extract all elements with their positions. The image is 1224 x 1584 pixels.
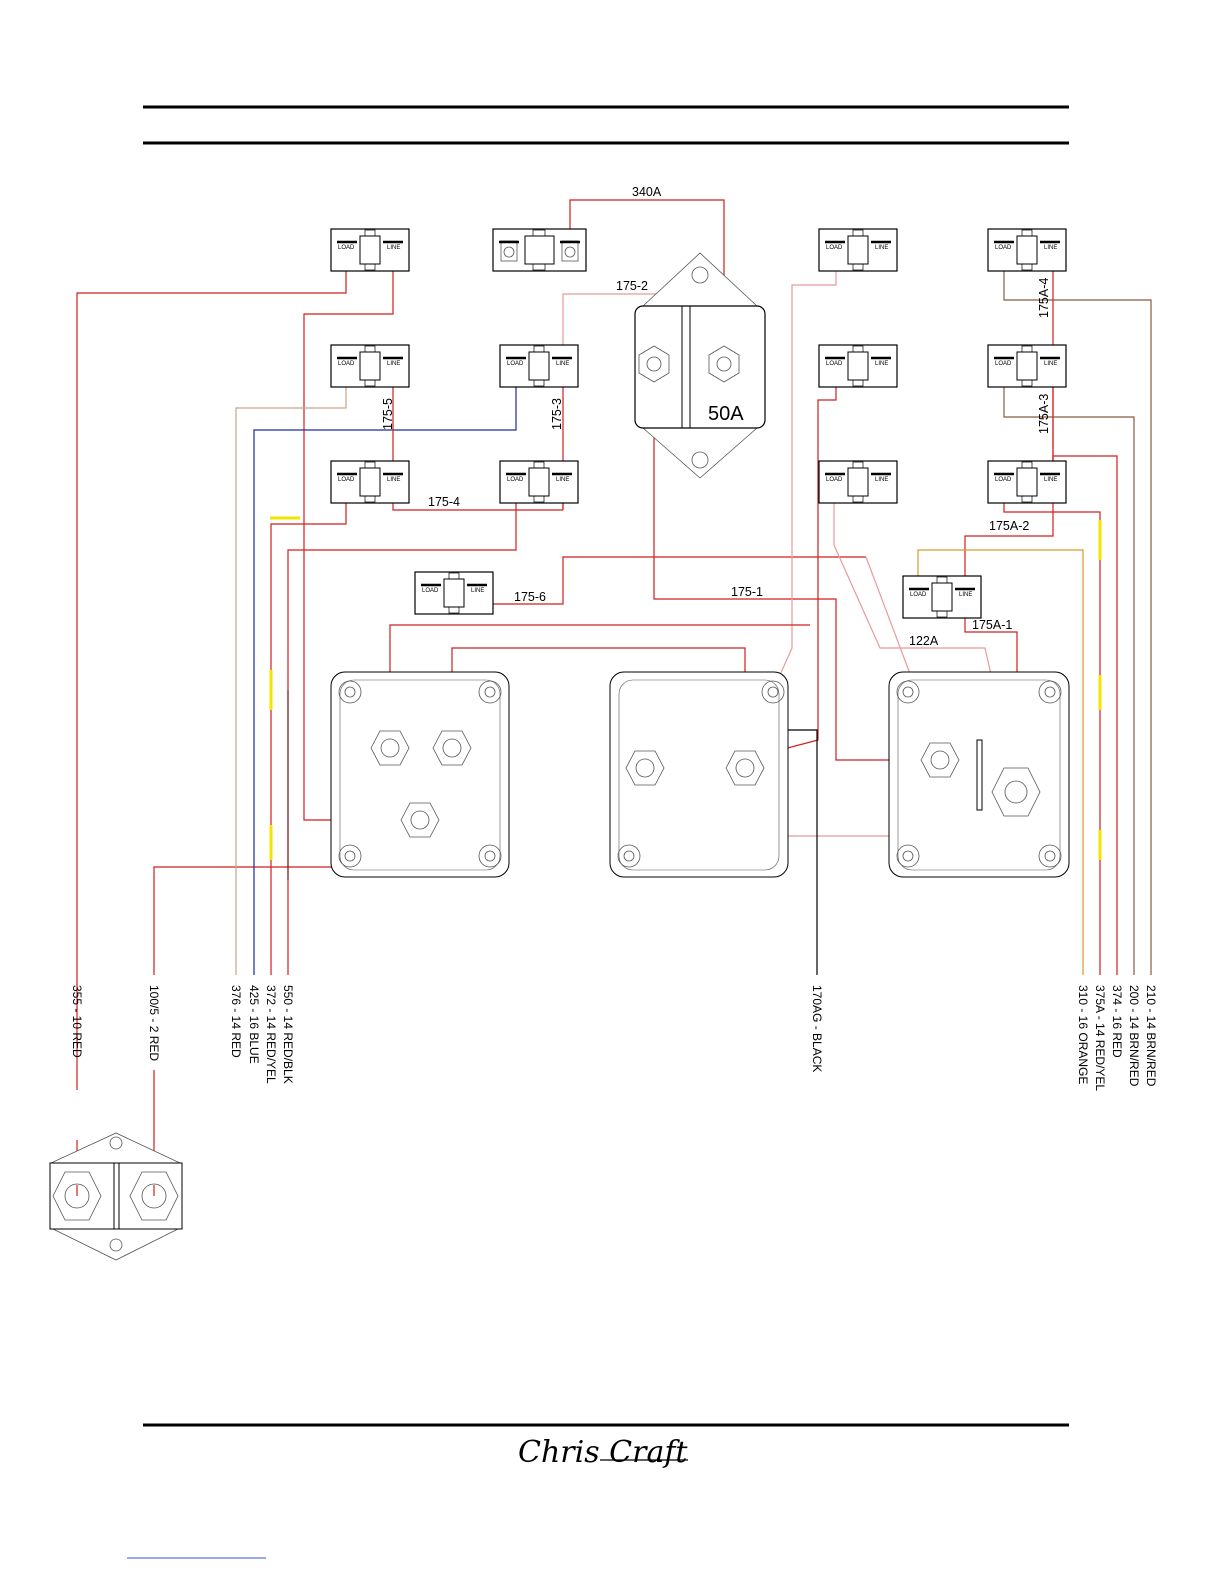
spec-170AG: 170AG - BLACK — [810, 985, 824, 1072]
spec-372: 372 - 14 RED/YEL — [264, 985, 278, 1084]
svg-text:LOAD: LOAD — [338, 477, 355, 483]
svg-text:LINE: LINE — [875, 477, 888, 483]
svg-text:LINE: LINE — [1044, 245, 1057, 251]
wire-200 — [1003, 365, 1135, 975]
circuit-breaker-340A[interactable] — [492, 228, 587, 272]
wire-175-5 — [392, 365, 563, 511]
circuit-breaker[interactable]: LOAD LINE — [986, 459, 1068, 505]
svg-text:LOAD: LOAD — [338, 361, 355, 367]
circuit-breaker[interactable]: LOAD LINE — [817, 459, 899, 505]
wire-labels: 340A 175-2 175-5 175-3 175-4 175-6 175-1… — [381, 185, 1051, 648]
spec-374: 374 - 16 RED — [1110, 985, 1124, 1058]
svg-text:LOAD: LOAD — [826, 477, 843, 483]
circuit-breaker[interactable]: LOAD LINE — [986, 343, 1068, 389]
circuit-breaker[interactable]: LOAD LINE — [498, 459, 580, 505]
label-175A-4: 175A-4 — [1037, 278, 1051, 318]
chris-craft-logo: Chris Craft — [518, 1435, 688, 1470]
svg-text:LINE: LINE — [556, 477, 569, 483]
wire-425 — [253, 365, 517, 975]
spec-310: 310 - 16 ORANGE — [1076, 985, 1090, 1084]
wire-175-1 — [653, 362, 935, 761]
wire-175-6 — [478, 556, 866, 605]
spec-375A: 375A - 14 RED/YEL — [1093, 985, 1107, 1091]
svg-text:LOAD: LOAD — [995, 361, 1012, 367]
svg-text:LINE: LINE — [556, 361, 569, 367]
spec-355: 355 - 10 RED — [70, 985, 84, 1058]
svg-text:LINE: LINE — [959, 592, 972, 598]
circuit-breaker[interactable]: LOAD LINE — [329, 227, 411, 273]
breaker-grid: LOAD LINE LOAD LINE LOAD LINE LOAD LINE LOAD… — [329, 227, 1068, 620]
svg-text:LINE: LINE — [875, 361, 888, 367]
svg-text:LOAD: LOAD — [995, 477, 1012, 483]
spec-100-5: 100/5 - 2 RED — [147, 985, 161, 1061]
svg-text:LINE: LINE — [387, 245, 400, 251]
main-breaker-rating: 50A — [708, 403, 744, 425]
label-122A: 122A — [909, 634, 939, 648]
label-175-2: 175-2 — [616, 279, 648, 293]
circuit-breaker[interactable]: LOAD LINE — [329, 343, 411, 389]
spec-210: 210 - 14 BRN/RED — [1144, 985, 1158, 1087]
label-175-1: 175-1 — [731, 585, 763, 599]
svg-text:LINE: LINE — [471, 588, 484, 594]
wire-310 — [917, 549, 1084, 975]
svg-text:LOAD: LOAD — [826, 245, 843, 251]
label-175-6: 175-6 — [514, 590, 546, 604]
svg-text:LINE: LINE — [387, 477, 400, 483]
circuit-breaker[interactable]: LOAD LINE — [986, 227, 1068, 273]
svg-text:LINE: LINE — [1044, 361, 1057, 367]
svg-text:LOAD: LOAD — [995, 245, 1012, 251]
spec-376: 376 - 14 RED — [229, 985, 243, 1058]
spec-200: 200 - 14 BRN/RED — [1127, 985, 1141, 1087]
yellow-tracers — [269, 516, 1102, 860]
svg-text:Chris Craft: Chris Craft — [518, 1435, 688, 1470]
svg-text:LINE: LINE — [875, 245, 888, 251]
label-175A-3: 175A-3 — [1037, 394, 1051, 434]
terminal-block-left[interactable] — [330, 671, 510, 878]
spec-425: 425 - 16 BLUE — [247, 985, 261, 1064]
label-175-3: 175-3 — [550, 398, 564, 430]
circuit-breaker[interactable]: LOAD LINE — [413, 570, 495, 616]
wire-355 — [76, 248, 347, 1090]
label-340A: 340A — [632, 185, 662, 199]
label-175A-1: 175A-1 — [972, 618, 1012, 632]
wire-210 — [1003, 248, 1152, 975]
svg-text:LINE: LINE — [1044, 477, 1057, 483]
wire-spec-labels: 355 - 10 RED 100/5 - 2 RED 376 - 14 RED … — [70, 985, 1158, 1091]
spec-550: 550 - 14 RED/BLK — [281, 985, 295, 1084]
wire-red-mid — [741, 365, 837, 761]
battery-switch[interactable] — [49, 1132, 183, 1261]
svg-text:LOAD: LOAD — [910, 592, 927, 598]
svg-text:LINE: LINE — [387, 361, 400, 367]
label-175-4: 175-4 — [428, 495, 460, 509]
svg-text:LOAD: LOAD — [422, 588, 439, 594]
svg-text:LOAD: LOAD — [507, 361, 524, 367]
circuit-breaker[interactable]: LOAD LINE — [498, 343, 580, 389]
circuit-breaker[interactable]: LOAD LINE — [817, 343, 899, 389]
wire-376 — [235, 365, 347, 975]
circuit-breaker[interactable]: LOAD LINE — [901, 574, 983, 620]
svg-text:LOAD: LOAD — [507, 477, 524, 483]
terminal-block-right[interactable] — [888, 671, 1070, 878]
label-175A-2: 175A-2 — [989, 519, 1029, 533]
terminal-block-center[interactable] — [609, 671, 789, 878]
main-breaker-50A[interactable]: 50A — [634, 252, 766, 479]
label-175-5: 175-5 — [381, 398, 395, 430]
circuit-breaker[interactable]: LOAD LINE — [329, 459, 411, 505]
svg-text:LOAD: LOAD — [826, 361, 843, 367]
svg-text:LOAD: LOAD — [338, 245, 355, 251]
circuit-breaker[interactable]: LOAD LINE — [817, 227, 899, 273]
